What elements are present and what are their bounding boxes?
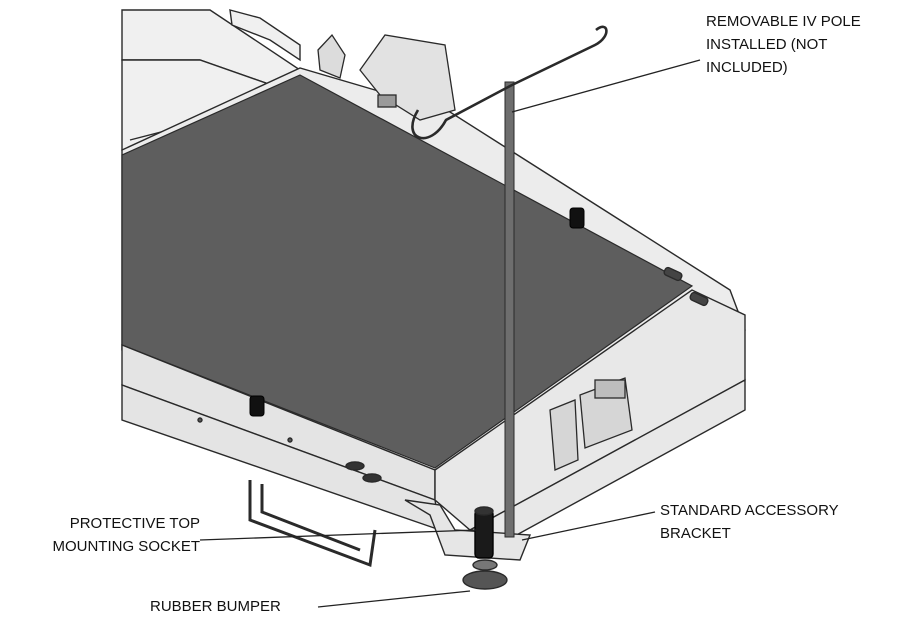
callout-iv-pole: REMOVABLE IV POLE INSTALLED (NOT INCLUDE… (706, 13, 861, 76)
callout-rubber-bumper: RUBBER BUMPER (150, 598, 281, 615)
leader-top-socket (199, 529, 477, 541)
callout-accessory-bracket: STANDARD ACCESSORY BRACKET (660, 502, 839, 542)
iv-pole (411, 25, 608, 538)
leader-lines (199, 59, 701, 608)
deck-feet (249, 207, 585, 417)
top-bracket (317, 33, 456, 121)
lower-handle (248, 480, 377, 568)
end-latch (549, 377, 633, 471)
leader-iv-pole (511, 59, 701, 113)
leader-accessory-bracket (521, 511, 656, 541)
deck-panel (121, 74, 694, 469)
accessory-bracket (404, 499, 532, 590)
callout-top-socket: PROTECTIVE TOP MOUNTING SOCKET (52, 515, 200, 555)
leader-rubber-bumper (317, 590, 471, 608)
